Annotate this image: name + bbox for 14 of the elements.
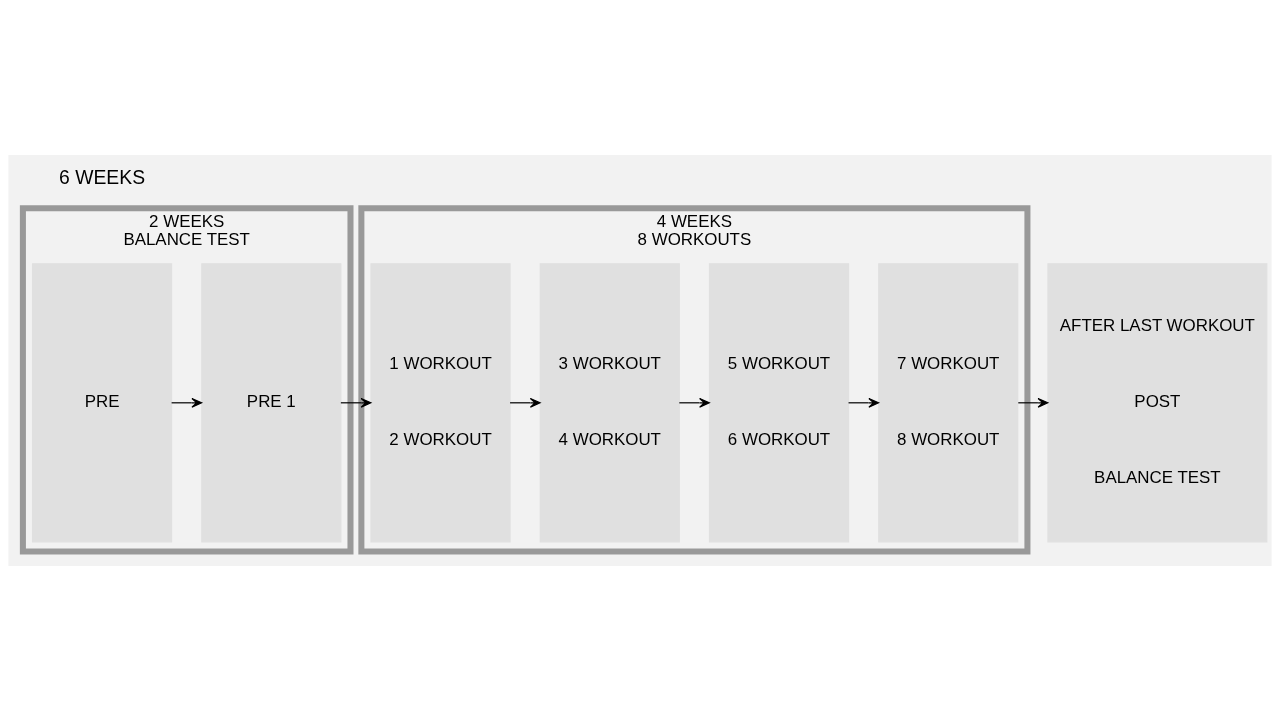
label: 6 WEEKS — [59, 165, 146, 188]
node-box: 7 WORKOUT 8 WORKOUT — [878, 262, 1019, 542]
arrow — [1017, 397, 1049, 408]
node-box: AFTER LAST WORKOUT POST BALANCE TEST — [1047, 262, 1268, 542]
arrow — [847, 397, 880, 408]
node-box: 3 WORKOUT 4 WORKOUT — [539, 262, 680, 542]
node-box: 1 WORKOUT 2 WORKOUT — [370, 262, 511, 542]
node-box: PRE — [31, 262, 173, 542]
node-box: 5 WORKOUT 6 WORKOUT — [708, 262, 850, 542]
arrow — [171, 397, 203, 408]
arrow — [340, 397, 372, 408]
node-box: PRE 1 — [201, 262, 342, 542]
arrow — [678, 397, 710, 408]
arrow — [509, 397, 541, 408]
